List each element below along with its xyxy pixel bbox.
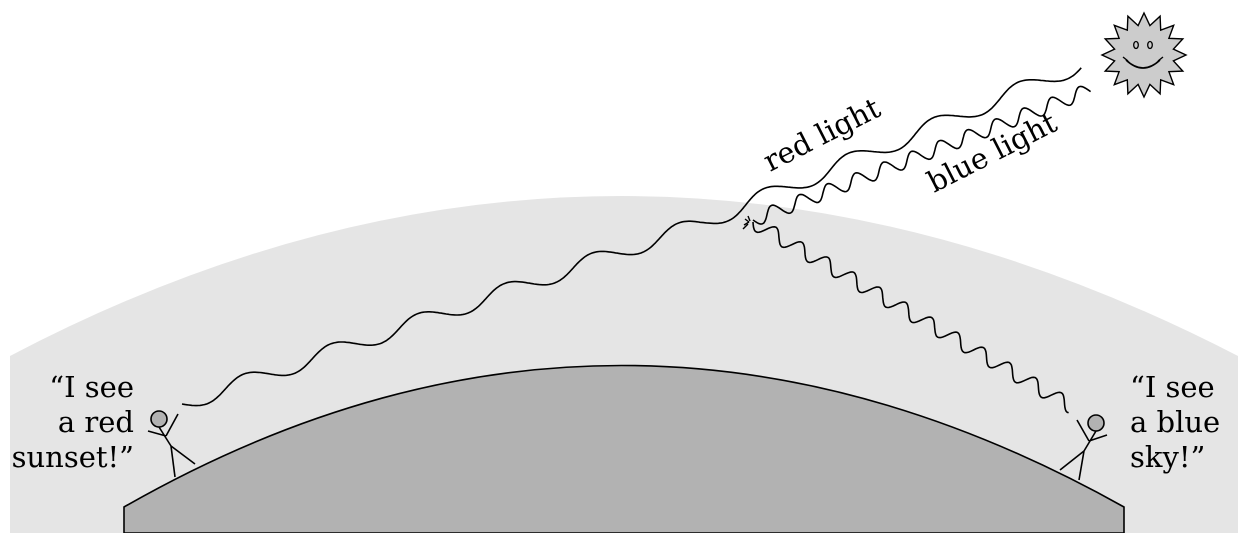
blue-light-label: blue light: [922, 105, 1063, 199]
right-quote-line-1: “I see: [1130, 370, 1235, 405]
left-quote: “I see a red sunset!”: [0, 370, 134, 475]
right-quote: “I see a blue sky!”: [1130, 370, 1235, 475]
left-quote-line-3: sunset!”: [0, 440, 134, 475]
red-light-label: red light: [758, 90, 886, 178]
left-quote-line-1: “I see: [0, 370, 134, 405]
sun-icon: [1102, 13, 1186, 97]
left-figure-head: [151, 411, 167, 427]
left-quote-line-2: a red: [0, 405, 134, 440]
right-quote-line-2: a blue: [1130, 405, 1235, 440]
right-figure-head: [1088, 415, 1104, 431]
right-quote-line-3: sky!”: [1130, 440, 1235, 475]
